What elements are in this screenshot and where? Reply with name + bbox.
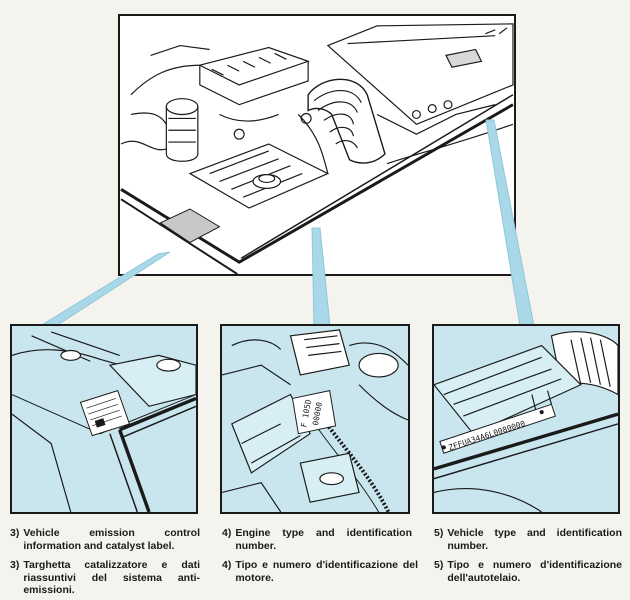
caption-text: Targhetta catalizzatore e dati riassunti…	[23, 559, 200, 596]
detail-panel-chassis-number: ZFFUA34A6L0080000	[432, 324, 620, 514]
detail-panel-emission-label	[10, 324, 198, 514]
caption-text: Vehicle type and identification number.	[447, 527, 622, 552]
caption-chassis-number-en: 5) Vehicle type and identification numbe…	[434, 527, 622, 552]
caption-number: 4)	[222, 559, 232, 571]
caption-text: Tipo e numero d'identificazione dell'aut…	[447, 559, 622, 584]
engine-number-drawing: F 105D 00000	[222, 329, 408, 512]
engine-bay-drawing	[120, 23, 514, 274]
engine-bay-illustration	[118, 14, 516, 276]
caption-number: 3)	[10, 559, 20, 571]
detail-panel-engine-number: F 105D 00000	[220, 324, 410, 514]
caption-emission-label-en: 3) Vehicle emission control information …	[10, 527, 200, 552]
caption-text: Tipo e numero d'identificazione del moto…	[235, 559, 418, 584]
caption-number: 5)	[434, 527, 444, 539]
caption-text: Engine type and identification number.	[235, 527, 412, 552]
caption-number: 3)	[10, 527, 20, 539]
emission-label-drawing	[12, 331, 196, 512]
caption-number: 4)	[222, 527, 232, 539]
caption-engine-number-it: 4) Tipo e numero d'identificazione del m…	[222, 559, 418, 584]
caption-emission-label-it: 3) Targhetta catalizzatore e dati riassu…	[10, 559, 200, 597]
caption-engine-number-en: 4) Engine type and identification number…	[222, 527, 412, 552]
caption-number: 5)	[434, 559, 444, 571]
chassis-number-drawing: ZFFUA34A6L0080000	[434, 331, 618, 512]
caption-text: Vehicle emission control information and…	[23, 527, 200, 552]
engine-plate-line2: 00000	[311, 401, 324, 426]
caption-chassis-number-it: 5) Tipo e numero d'identificazione dell'…	[434, 559, 622, 584]
